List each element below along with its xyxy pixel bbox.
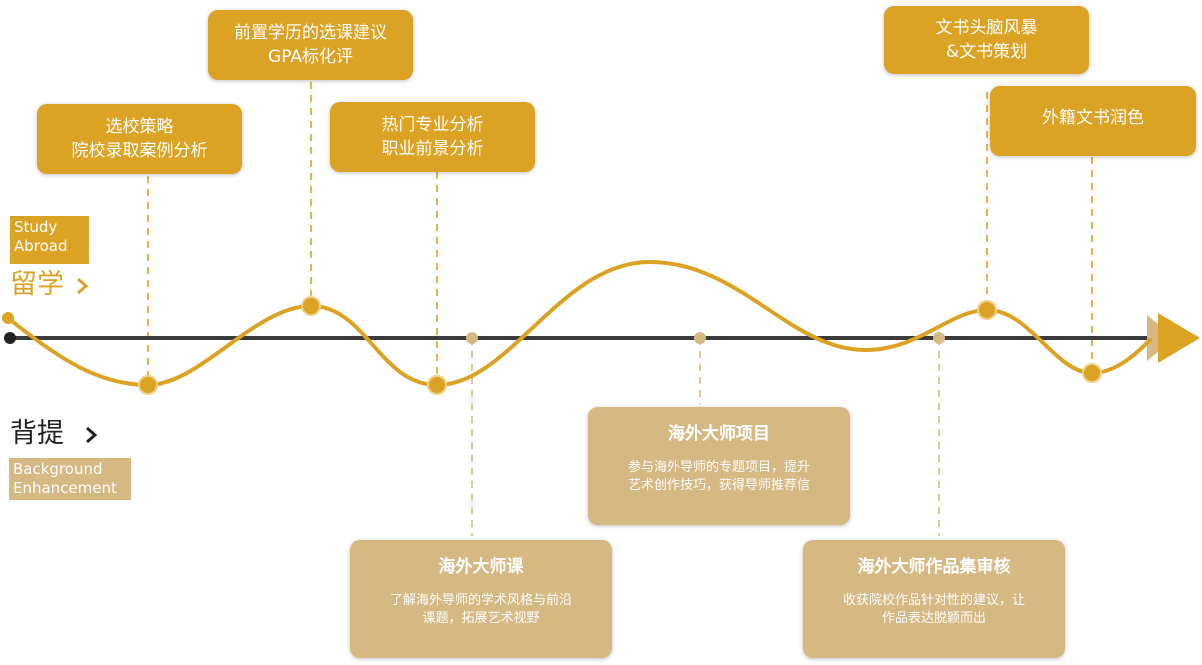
curve-point-select-school [138,375,158,395]
curve-point-major-analysis [427,375,447,395]
box-line2: &文书策划 [945,42,1028,62]
background-tag: Background Enhancement [9,458,131,500]
background-cn: 背提 [10,418,64,449]
enhancement-box-master-class: 海外大师课 了解海外导师的学术风格与前沿 课题，拓展艺术视野 [350,540,612,658]
axis-arrow-head [1158,313,1200,363]
box-line1: 外籍文书润色 [1042,108,1144,128]
box-line2: GPA标化评 [268,47,353,67]
axis-marker-portfolio-review [933,332,945,344]
chevron-right-icon [85,426,97,443]
study-abroad-tag: Study Abroad [10,216,89,264]
box-line1: 前置学历的选课建议 [234,23,387,43]
box-line2: 职业前景分析 [381,139,484,159]
background-en-line1: Background [13,460,103,478]
wave-curve [6,259,1152,388]
box-desc-line1: 收获院校作品针对性的建议，让 [842,593,1025,608]
background-label: 背提 [10,419,103,449]
box-desc-line2: 课题，拓展艺术视野 [422,611,540,626]
box-desc-line1: 参与海外导师的专题项目，提升 [627,460,810,475]
box-line1: 热门专业分析 [381,115,484,135]
curve-point-essay-brainstorm [977,300,997,320]
box-line1: 文书头脑风暴 [935,18,1038,38]
service-box-select-school: 选校策略 院校录取案例分析 [37,104,242,174]
service-box-essay-polish: 外籍文书润色 [990,86,1196,156]
study-abroad-en-line2: Abroad [14,237,68,255]
box-title: 海外大师作品集审核 [857,557,1011,577]
box-desc-line1: 了解海外导师的学术风格与前沿 [389,593,572,608]
enhancement-box-master-project: 海外大师项目 参与海外导师的专题项目，提升 艺术创作技巧，获得导师推荐信 [588,407,850,525]
axis-start-dot [4,332,16,344]
background-en-line2: Enhancement [13,479,117,497]
box-line2: 院校录取案例分析 [71,141,208,161]
chevron-right-icon [76,277,88,294]
box-title: 海外大师课 [438,557,524,577]
curve-point-course-advice [301,296,321,316]
box-desc-line2: 作品表达脱颖而出 [881,611,986,626]
study-abroad-label: 留学 [10,270,89,300]
service-box-major-analysis: 热门专业分析 职业前景分析 [330,102,535,172]
curve-start-point [2,312,14,324]
enhancement-box-portfolio-review: 海外大师作品集审核 收获院校作品针对性的建议，让 作品表达脱颖而出 [803,540,1065,658]
box-title: 海外大师项目 [668,424,770,444]
gold-connectors [147,82,1093,385]
study-abroad-en-line1: Study [14,218,58,236]
tan-connectors [471,338,940,536]
curve-point-essay-polish [1082,363,1102,383]
axis-marker-master-project [694,332,706,344]
box-line1: 选校策略 [105,117,174,137]
service-box-course-advice: 前置学历的选课建议 GPA标化评 [208,10,413,80]
service-box-essay-brainstorm: 文书头脑风暴 &文书策划 [884,6,1089,74]
axis-marker-master-class [466,332,478,344]
box-desc-line2: 艺术创作技巧，获得导师推荐信 [627,478,810,493]
study-abroad-cn: 留学 [10,269,64,300]
